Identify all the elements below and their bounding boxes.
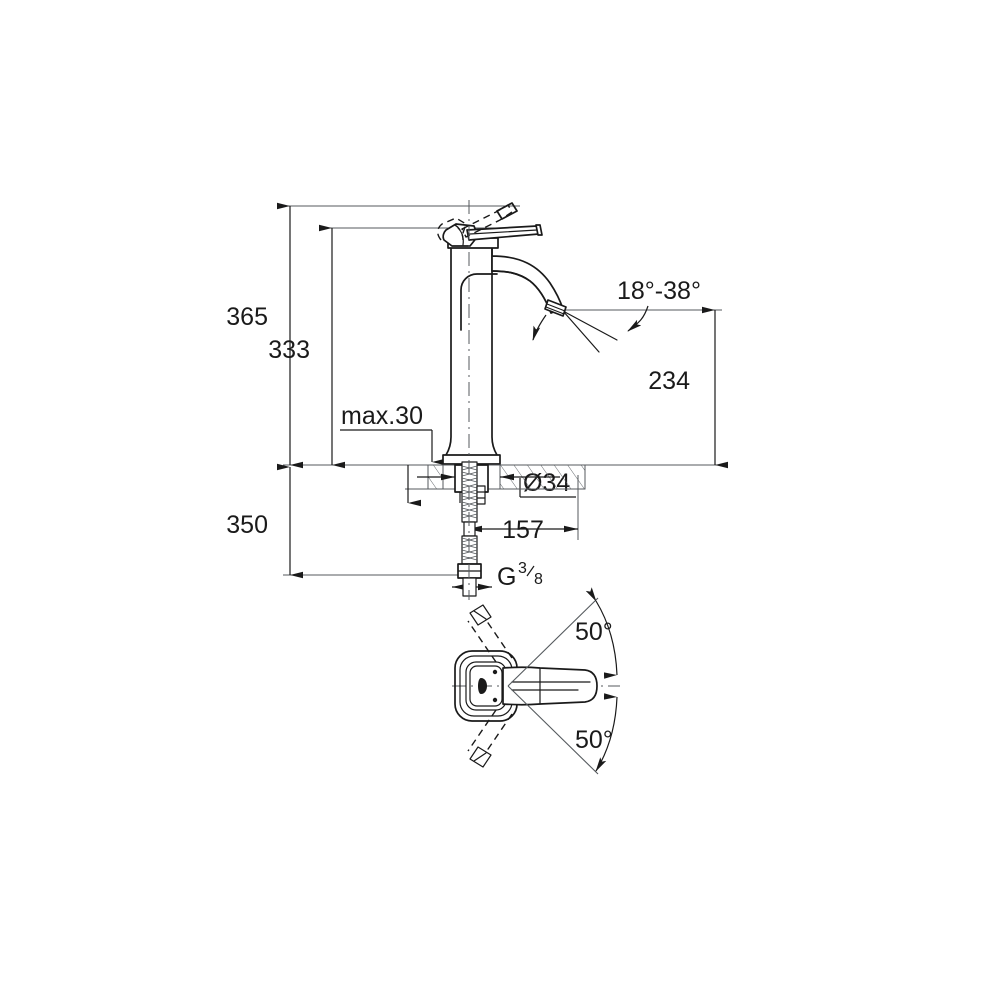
base-collar bbox=[442, 454, 501, 465]
thread-denominator-label: 8 bbox=[534, 571, 543, 588]
swivel-angle-bottom-label: 50° bbox=[575, 726, 613, 754]
handle-ghost-rotated-down bbox=[467, 709, 513, 768]
column-inner-arc bbox=[460, 273, 498, 331]
handle-center-marker bbox=[478, 678, 487, 694]
thread-g-label: G bbox=[497, 563, 516, 591]
handle-plan-view: 50° 50° bbox=[452, 587, 620, 775]
handle-cap-plate bbox=[469, 665, 503, 707]
dimension-157-label: 157 bbox=[502, 516, 544, 544]
dimension-333-label: 333 bbox=[268, 336, 310, 364]
dimension-max-30: max.30 bbox=[340, 402, 445, 466]
aerator bbox=[544, 299, 567, 317]
handle-lever-tip bbox=[535, 224, 543, 236]
faucet-column bbox=[445, 246, 498, 463]
dimension-157: 157 bbox=[468, 516, 578, 544]
dimension-350: 350 bbox=[226, 463, 303, 579]
dimension-spray-angle: 18°-38° bbox=[532, 277, 701, 353]
handle-lever-plan bbox=[502, 666, 598, 706]
faucet-elevation-view bbox=[437, 202, 567, 465]
lever-handle-raised-ghost bbox=[437, 204, 513, 241]
thread-numerator-label: 3 bbox=[518, 560, 527, 577]
dimension-333: 333 bbox=[268, 224, 345, 469]
countertop-section bbox=[407, 464, 586, 507]
swivel-angle-top-label: 50° bbox=[575, 618, 613, 646]
dimension-max30-label: max.30 bbox=[341, 402, 423, 430]
stud-side-nut bbox=[476, 485, 486, 505]
handle-raised-tip bbox=[496, 202, 518, 220]
dimension-234-label: 234 bbox=[648, 367, 690, 395]
dimension-365-label: 365 bbox=[226, 303, 268, 331]
dimension-365: 365 bbox=[226, 202, 303, 469]
dimension-234: 234 bbox=[648, 306, 728, 469]
dimension-350-label: 350 bbox=[226, 511, 268, 539]
spout-underside bbox=[491, 270, 552, 314]
spray-angle-label: 18°-38° bbox=[617, 277, 701, 305]
handle-ghost-rotated-up bbox=[467, 604, 513, 663]
